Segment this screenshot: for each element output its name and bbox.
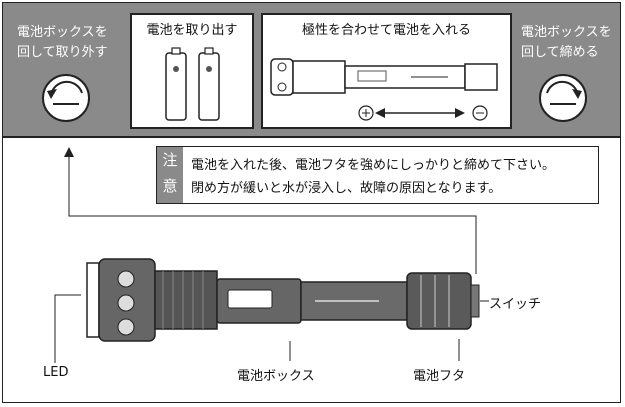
rotate-counterclockwise-icon (42, 74, 90, 122)
polarity-arrow-icon (358, 105, 488, 121)
caution-box: 注 意 電池を入れた後、電池フタを強めにしっかりと締めて下さい。 閉め方が緩いと… (156, 146, 599, 204)
battery-pair-illustration (165, 47, 220, 121)
label-battery-cap: 電池フタ (413, 369, 466, 384)
panel-take-out-batteries: 電池を取り出す (130, 13, 254, 129)
step-remove-line2: 回して取り外す (17, 45, 108, 60)
step-remove-line1: 電池ボックスを (17, 25, 108, 40)
label-led: LED (43, 365, 69, 380)
caution-mark-top: 注 (162, 151, 178, 169)
caution-line-1: 電池を入れた後、電池フタを強めにしっかりと締めて下さい。 (191, 158, 556, 173)
panel-polarity-title: 極性を合わせて電池を入れる (301, 23, 471, 38)
flashlight-illustration (86, 258, 480, 342)
label-battery-box: 電池ボックス (237, 369, 315, 384)
flashlight-small-illustration (270, 58, 498, 96)
label-switch: スイッチ (489, 297, 542, 312)
label-leaders (54, 294, 489, 363)
steps-band: 電池ボックスを 回して取り外す 電池を取り出す 極性を合わせて電池を入れる 電池… (3, 3, 620, 138)
leader-arrow (64, 147, 477, 274)
caution-mark: 注 意 (157, 147, 183, 203)
instruction-sheet: 電池ボックスを 回して取り外す 電池を取り出す 極性を合わせて電池を入れる 電池… (2, 2, 621, 403)
caution-line-2: 閉め方が緩いと水が浸入し、故障の原因となります。 (191, 181, 502, 196)
caution-mark-bottom: 意 (162, 177, 178, 195)
rotate-clockwise-icon (539, 74, 587, 122)
step-remove-cap: 電池ボックスを 回して取り外す (17, 23, 108, 63)
panel-take-out-title: 電池を取り出す (146, 23, 238, 38)
step-attach-line1: 電池ボックスを (521, 25, 612, 40)
step-attach-line2: 回して締める (521, 45, 599, 60)
illustrations (42, 47, 587, 363)
step-attach-cap: 電池ボックスを 回して締める (521, 23, 612, 63)
